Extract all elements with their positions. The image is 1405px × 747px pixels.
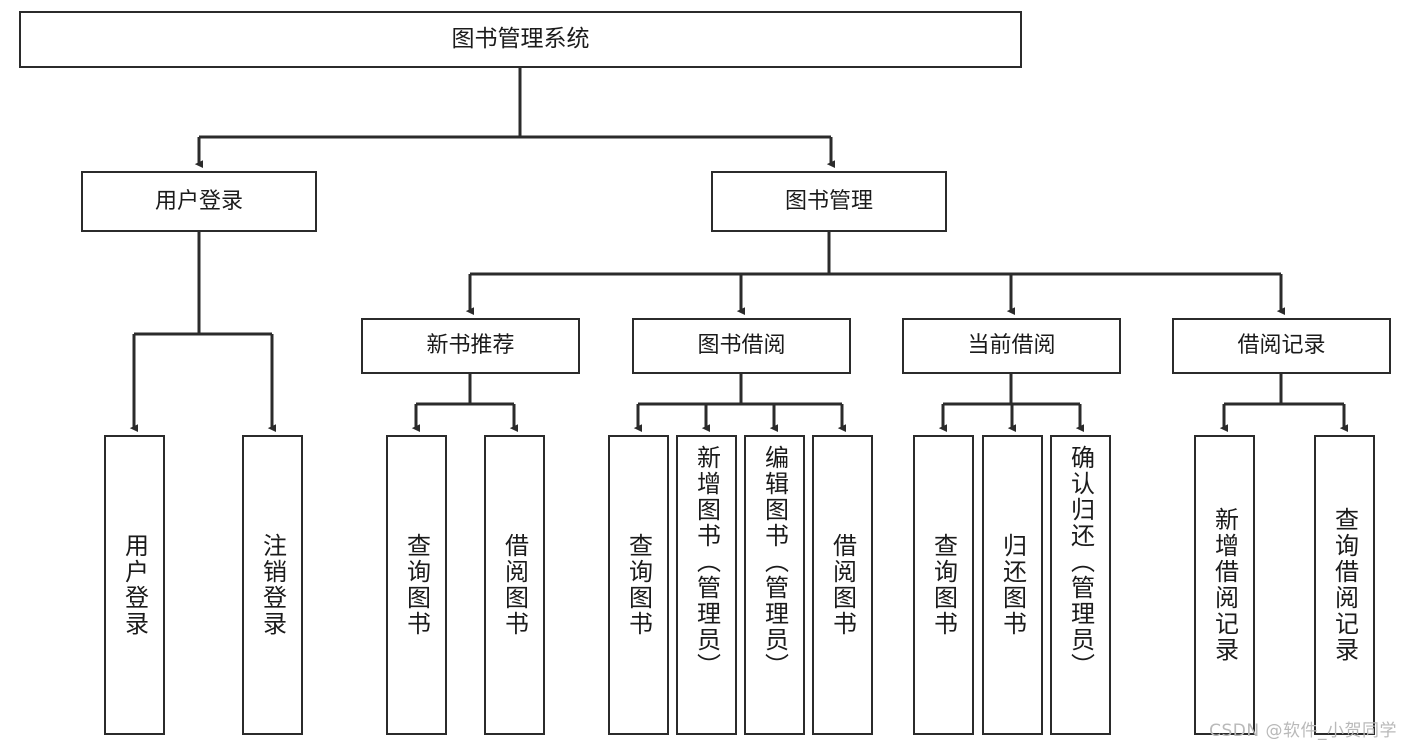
node-leaf-user-logout[interactable]: 注销登录 <box>242 435 303 735</box>
node-current-borrow-label: 当前借阅 <box>967 333 1056 359</box>
node-leaf-add-record-label: 新增借阅记录 <box>1210 507 1239 663</box>
node-leaf-edit-book-label: 编辑图书（管理员） <box>760 445 789 679</box>
node-leaf-user-login[interactable]: 用户登录 <box>104 435 165 735</box>
node-current-borrow[interactable]: 当前借阅 <box>902 318 1121 374</box>
node-book-management-label: 图书管理 <box>784 188 873 214</box>
node-book-borrow-label: 图书借阅 <box>697 333 786 359</box>
node-leaf-query-record[interactable]: 查询借阅记录 <box>1314 435 1375 735</box>
node-leaf-borrow-book-2[interactable]: 借阅图书 <box>812 435 873 735</box>
node-leaf-return-book[interactable]: 归还图书 <box>982 435 1043 735</box>
node-leaf-query-record-label: 查询借阅记录 <box>1330 507 1359 663</box>
node-leaf-add-book-label: 新增图书（管理员） <box>692 445 721 679</box>
node-leaf-confirm-return-label: 确认归还（管理员） <box>1066 445 1095 679</box>
node-leaf-add-record[interactable]: 新增借阅记录 <box>1194 435 1255 735</box>
node-leaf-return-book-label: 归还图书 <box>998 533 1027 637</box>
node-leaf-query-book-1[interactable]: 查询图书 <box>386 435 447 735</box>
node-leaf-query-book-1-label: 查询图书 <box>402 533 431 637</box>
node-root-system[interactable]: 图书管理系统 <box>19 11 1022 68</box>
node-leaf-user-login-label: 用户登录 <box>120 533 149 637</box>
node-new-book-recommend[interactable]: 新书推荐 <box>361 318 580 374</box>
node-leaf-edit-book[interactable]: 编辑图书（管理员） <box>744 435 805 735</box>
node-new-book-recommend-label: 新书推荐 <box>426 333 515 359</box>
node-borrow-record-label: 借阅记录 <box>1237 333 1326 359</box>
node-leaf-add-book[interactable]: 新增图书（管理员） <box>676 435 737 735</box>
node-leaf-query-book-3-label: 查询图书 <box>929 533 958 637</box>
node-leaf-query-book-3[interactable]: 查询图书 <box>913 435 974 735</box>
node-leaf-user-logout-label: 注销登录 <box>258 533 287 637</box>
node-leaf-borrow-book-2-label: 借阅图书 <box>828 533 857 637</box>
node-user-login-label: 用户登录 <box>154 188 243 214</box>
node-borrow-record[interactable]: 借阅记录 <box>1172 318 1391 374</box>
node-leaf-query-book-2-label: 查询图书 <box>624 533 653 637</box>
node-book-borrow[interactable]: 图书借阅 <box>632 318 851 374</box>
node-user-login[interactable]: 用户登录 <box>81 171 317 232</box>
node-leaf-borrow-book-1[interactable]: 借阅图书 <box>484 435 545 735</box>
node-leaf-query-book-2[interactable]: 查询图书 <box>608 435 669 735</box>
node-leaf-borrow-book-1-label: 借阅图书 <box>500 533 529 637</box>
node-book-management[interactable]: 图书管理 <box>711 171 947 232</box>
node-leaf-confirm-return[interactable]: 确认归还（管理员） <box>1050 435 1111 735</box>
node-root-system-label: 图书管理系统 <box>451 25 590 52</box>
